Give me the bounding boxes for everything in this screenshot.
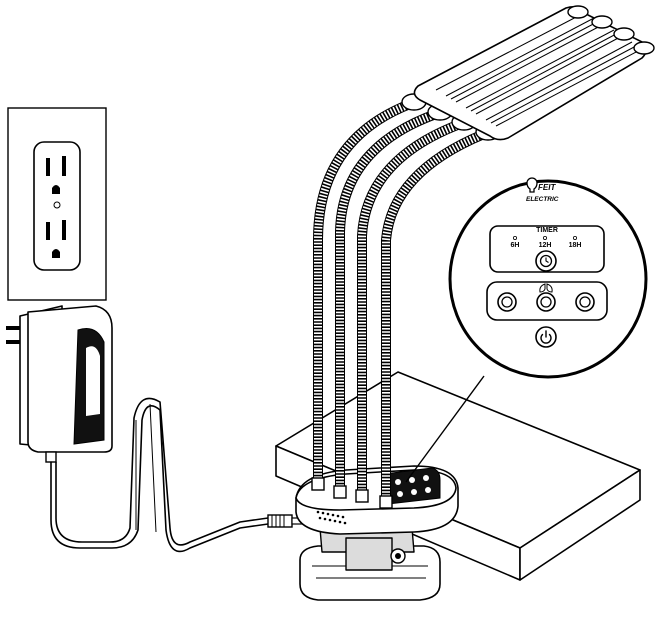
- timer-indicator-6h: 6H: [511, 235, 520, 249]
- brand-logo-subtitle: ELECTRIC: [526, 196, 559, 203]
- callout-leader-line: [405, 375, 485, 483]
- clock-icon: [539, 254, 553, 268]
- timer-indicator-12h: 12H: [539, 235, 552, 249]
- timer-button[interactable]: [535, 250, 557, 272]
- timer-title: TIMER: [536, 227, 558, 234]
- control-panel-callout: FEIT ELECTRIC TIMER 6H 12H 18H: [448, 177, 648, 379]
- brand-logo-name: FEIT: [538, 183, 556, 192]
- brand-logo: FEIT ELECTRIC: [526, 177, 559, 203]
- led-light-bars: [413, 5, 655, 141]
- power-icon: [540, 330, 552, 344]
- mode-button-left[interactable]: [497, 292, 517, 312]
- mode-button-center[interactable]: [536, 292, 556, 312]
- timer-label-18h: 18H: [569, 242, 582, 249]
- gooseneck-arms: [311, 93, 501, 509]
- power-adapter: [6, 305, 113, 463]
- wall-outlet: [7, 107, 107, 301]
- leaf-icon: [539, 283, 553, 293]
- power-cable: [50, 397, 305, 553]
- mode-button-right[interactable]: [575, 292, 595, 312]
- power-button[interactable]: [535, 326, 557, 348]
- timer-label-6h: 6H: [511, 242, 520, 249]
- timer-indicator-18h: 18H: [569, 235, 582, 249]
- timer-label-12h: 12H: [539, 242, 552, 249]
